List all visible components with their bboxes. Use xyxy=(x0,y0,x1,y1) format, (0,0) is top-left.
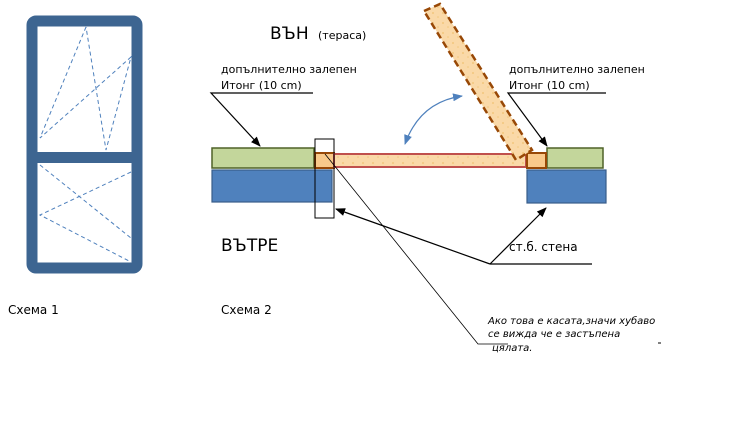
upper-sash-opening-lines xyxy=(39,26,132,151)
leader-note xyxy=(324,153,508,345)
label-outside-sub: (тераса) xyxy=(318,29,366,42)
door-leaf-open xyxy=(422,2,534,162)
label-inside: ВЪТРЕ xyxy=(221,236,278,256)
lower-sash-opening-lines xyxy=(38,171,132,263)
note-line-1: Ако това е касата,значи хубаво xyxy=(487,315,655,327)
leader-glued-right xyxy=(506,92,606,147)
door-leaf-closed xyxy=(333,153,527,168)
svg-text:ВЪН (тераса): ВЪН (тераса) xyxy=(270,24,366,44)
lower-sash-opening-line-2 xyxy=(39,164,132,239)
frame-highlight-box xyxy=(314,138,335,219)
wall-right xyxy=(526,169,607,204)
label-wall: ст.б. стена xyxy=(509,240,578,254)
leader-wall-left xyxy=(335,208,491,265)
door-frame-right xyxy=(526,152,547,169)
label-glued-right-1: допълнително залепен xyxy=(509,63,645,76)
frame-mullion xyxy=(32,152,137,163)
door-swing-arrow xyxy=(404,93,463,145)
leader-wall-right xyxy=(489,207,547,265)
leader-glued-left xyxy=(209,92,313,147)
label-glued-left-1: допълнително залепен xyxy=(221,63,357,76)
frame-outer xyxy=(26,15,143,274)
wall-left xyxy=(211,169,333,203)
ytong-left xyxy=(211,147,315,169)
scheme1-frame-elevation xyxy=(26,15,143,274)
label-glued-right-2: Итонг (10 cm) xyxy=(509,79,590,92)
caption-scheme1: Схема 1 xyxy=(8,303,59,317)
note-line-3: цялата. xyxy=(492,343,532,354)
note-line-2: се вижда че е застъпена xyxy=(488,329,620,340)
ytong-right xyxy=(546,147,604,169)
label-outside: ВЪН xyxy=(270,24,309,44)
label-glued-left-2: Итонг (10 cm) xyxy=(221,79,302,92)
door-frame-left xyxy=(314,152,335,169)
caption-scheme2: Схема 2 xyxy=(221,303,272,317)
